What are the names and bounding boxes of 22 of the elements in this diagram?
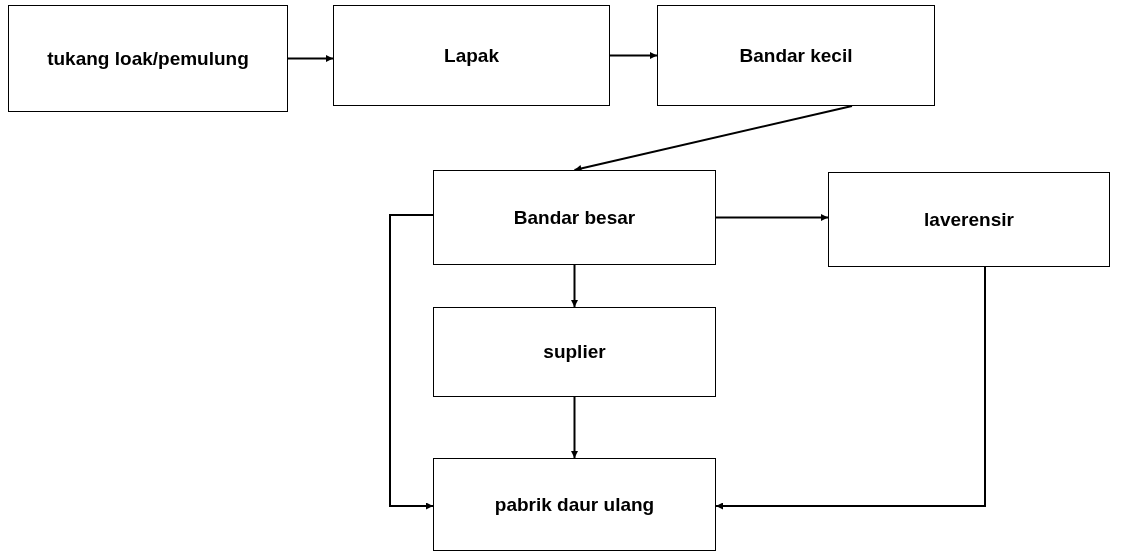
arrow (571, 264, 578, 308)
box-label: Lapak (443, 43, 500, 68)
process-box (433, 458, 716, 551)
process-box (8, 5, 288, 112)
process-box (333, 5, 610, 106)
arrow (389, 214, 434, 510)
box-label: tukang loak/pemulung (46, 46, 250, 71)
arrow (573, 105, 853, 172)
box-label: suplier (542, 340, 607, 365)
process-box (657, 5, 935, 106)
box-label: Bandar kecil (738, 43, 854, 68)
arrow (715, 266, 986, 510)
process-box (828, 172, 1110, 267)
box-label: laverensir (923, 207, 1015, 232)
box-label: pabrik daur ulang (493, 492, 656, 517)
process-box (433, 307, 716, 397)
arrow (715, 214, 829, 221)
box-label: Bandar besar (512, 205, 637, 230)
arrow (609, 52, 658, 59)
arrow (571, 396, 578, 459)
process-box (433, 170, 716, 265)
arrow (287, 55, 334, 62)
